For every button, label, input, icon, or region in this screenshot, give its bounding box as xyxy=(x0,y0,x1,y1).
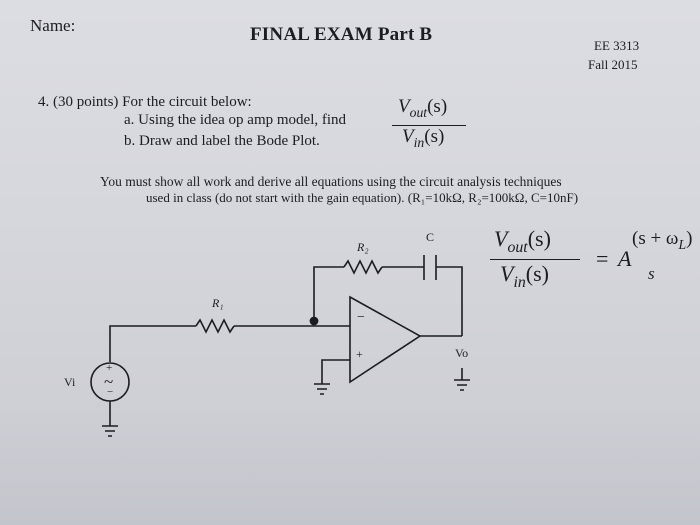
label-vi: Vi xyxy=(64,375,76,389)
label-r2: R₂ xyxy=(357,240,369,254)
wire-c-output xyxy=(436,266,463,336)
eq-lhs-den-var: V xyxy=(500,261,514,286)
question-transfer-fraction: Vout(s) Vin(s) xyxy=(392,96,472,160)
tf-num-sub: out xyxy=(409,104,428,120)
eq-gain: A xyxy=(618,246,632,271)
eq-rhs-num-sub: L xyxy=(678,236,687,252)
problem-part-a: a. Using the idea op amp model, find xyxy=(124,112,347,128)
ground-plus-input xyxy=(314,383,330,395)
problem-heading: 4. (30 points) For the circuit below: xyxy=(38,94,252,110)
r2-resistor xyxy=(343,259,383,275)
problem-part-b: b. Draw and label the Bode Plot. xyxy=(124,133,320,149)
eq-rhs-num-close: ) xyxy=(686,228,693,249)
tf-fraction-bar xyxy=(392,125,466,127)
instructions-line-1: You must show all work and derive all eq… xyxy=(100,174,562,189)
result-rhs-fraction: (s + ωL) s xyxy=(614,226,696,296)
instructions-line-2: used in class (do not start with the gai… xyxy=(146,190,579,205)
result-lhs-fraction: Vout(s) Vin(s) xyxy=(490,226,586,296)
opamp-minus-label: − xyxy=(357,310,365,325)
op-amp xyxy=(349,295,422,384)
eq-rhs-den: s xyxy=(648,264,655,283)
ground-output xyxy=(454,379,470,391)
source-symbol: ~ xyxy=(104,372,114,391)
eq-equals: = xyxy=(596,246,609,271)
eq-lhs-num-var: V xyxy=(494,226,508,251)
source-plus-label: + xyxy=(106,362,113,374)
ground-source xyxy=(102,425,118,437)
tf-den-sub: in xyxy=(413,134,425,150)
tf-den-var: V xyxy=(402,126,414,147)
eq-lhs-num-sub: out xyxy=(507,238,528,256)
r1-resistor xyxy=(195,318,235,334)
tf-num-arg: (s) xyxy=(427,96,448,117)
label-c: C xyxy=(426,230,435,244)
wire-feedback-left xyxy=(313,266,344,321)
eq-lhs-fraction-bar xyxy=(490,259,580,261)
wire-input xyxy=(109,325,196,362)
wire-plus-ground xyxy=(321,359,350,384)
course-code: EE 3313 xyxy=(594,38,640,53)
exam-title: FINAL EXAM Part B xyxy=(250,24,433,45)
name-label: Name: xyxy=(30,16,76,35)
label-vo: Vo xyxy=(455,346,469,360)
tf-den-arg: (s) xyxy=(424,126,445,147)
opamp-plus-label: + xyxy=(356,347,363,361)
term-label: Fall 2015 xyxy=(588,57,638,72)
eq-lhs-num-arg: (s) xyxy=(527,226,551,251)
label-r1: R₁ xyxy=(212,296,224,310)
eq-rhs-num: (s + ω xyxy=(632,228,679,249)
tf-num-var: V xyxy=(398,96,410,117)
eq-lhs-den-arg: (s) xyxy=(525,261,549,286)
capacitor xyxy=(423,255,437,280)
source-minus-label: − xyxy=(107,386,114,398)
eq-lhs-den-sub: in xyxy=(513,273,526,291)
